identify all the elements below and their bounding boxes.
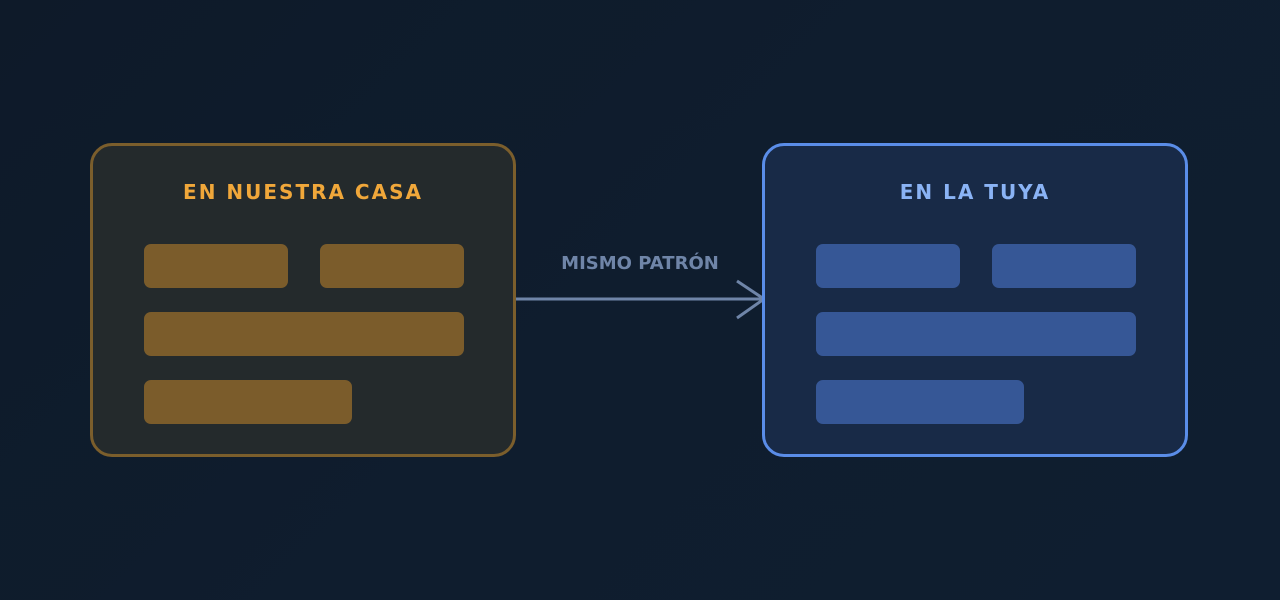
source-block-4 xyxy=(144,380,352,424)
source-block-3 xyxy=(144,312,464,356)
target-panel-title: EN LA TUYA xyxy=(899,180,1051,204)
target-block-3 xyxy=(816,312,1136,356)
source-block-2 xyxy=(320,244,464,288)
connector-label: MISMO PATRÓN xyxy=(561,253,719,274)
source-block-1 xyxy=(144,244,288,288)
target-block-2 xyxy=(992,244,1136,288)
source-panel: EN NUESTRA CASA xyxy=(90,143,516,457)
target-block-4 xyxy=(816,380,1024,424)
target-block-1 xyxy=(816,244,960,288)
target-panel: EN LA TUYA xyxy=(762,143,1188,457)
source-panel-title: EN NUESTRA CASA xyxy=(183,180,423,204)
